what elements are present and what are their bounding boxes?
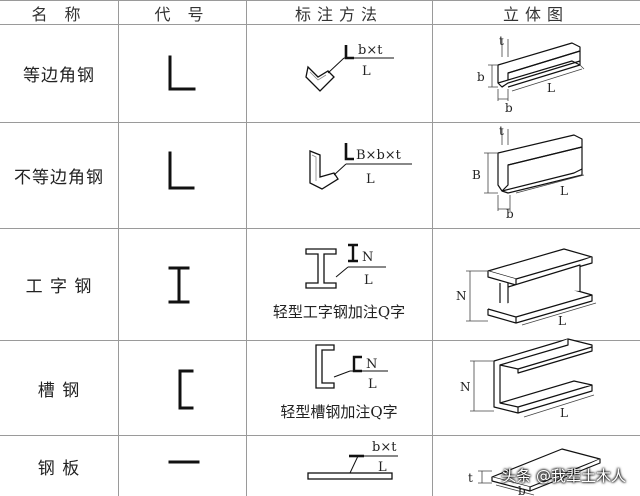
iso-equal-angle: [497, 42, 581, 88]
iso-channel-n: N: [460, 380, 471, 394]
header-name: 名 称: [31, 4, 87, 24]
iso-plate-b: b: [518, 484, 526, 496]
iso-i-beam-n: N: [456, 289, 467, 303]
notation-i-beam-note: 轻型工字钢加注Q字: [273, 303, 405, 321]
code-equal-angle-symbol: [168, 55, 196, 91]
notation-unequal-angle-length: L: [366, 172, 375, 187]
iso-channel: [493, 338, 593, 414]
notation-plate-size: b×t: [372, 440, 397, 455]
row-name-equal-angle: 等边角钢: [23, 66, 95, 86]
code-unequal-angle-symbol: [168, 151, 195, 190]
iso-i-beam-l: L: [558, 314, 566, 328]
iso-equal-angle-l: L: [547, 81, 555, 95]
iso-unequal-angle-l: L: [560, 184, 568, 198]
notation-i-beam-length: L: [364, 273, 373, 288]
watermark: 头条 @我辈土木人: [501, 467, 626, 485]
notation-unequal-angle: B×b×t L: [309, 143, 412, 190]
code-i-beam-symbol: [168, 266, 190, 304]
notation-i-beam-size: N: [362, 250, 373, 265]
notation-channel-note: 轻型槽钢加注Q字: [280, 403, 397, 421]
notation-drawings: b×t L B×b×t L N L 轻型工字钢加注Q字 N L 轻型槽钢加注Q字: [273, 43, 412, 480]
notation-plate-length: L: [378, 460, 387, 475]
iso-equal-angle-t: t: [499, 34, 504, 48]
iso-unequal-angle-b: b: [506, 207, 514, 221]
row-name-plate: 钢 板: [37, 458, 81, 479]
notation-i-beam: N L 轻型工字钢加注Q字: [273, 243, 405, 321]
iso-equal-angle-b-left: b: [477, 70, 485, 84]
iso-unequal-angle-b-big: B: [472, 168, 481, 182]
iso-unequal-angle-t: t: [499, 124, 504, 138]
notation-equal-angle-size: b×t: [358, 43, 383, 58]
iso-plate-t: t: [468, 471, 473, 485]
notation-equal-angle-length: L: [362, 64, 371, 79]
notation-channel-length: L: [368, 377, 377, 392]
header-code: 代 号: [154, 4, 210, 24]
header-3d: 立体图: [502, 4, 569, 24]
row-name-i-beam: 工 字 钢: [25, 277, 93, 297]
row-name-unequal-angle: 不等边角钢: [14, 168, 104, 188]
notation-channel: N L 轻型槽钢加注Q字: [280, 344, 398, 421]
header-notation: 标注方法: [294, 4, 383, 24]
iso-i-beam: [487, 248, 593, 324]
notation-channel-size: N: [366, 357, 377, 372]
code-symbols: [168, 55, 200, 464]
notation-plate: b×t L: [307, 440, 398, 480]
row-name-channel: 槽 钢: [37, 380, 81, 401]
iso-unequal-angle: [497, 134, 583, 194]
iso-channel-l: L: [560, 406, 568, 420]
iso-equal-angle-b-bottom: b: [505, 101, 513, 115]
notation-unequal-angle-size: B×b×t: [356, 148, 402, 163]
iso-drawings: t b b L t B b L N L N L t b: [456, 34, 601, 496]
notation-equal-angle: b×t L: [305, 43, 394, 92]
code-channel-symbol: [178, 369, 194, 410]
iso-plate: [491, 448, 601, 492]
